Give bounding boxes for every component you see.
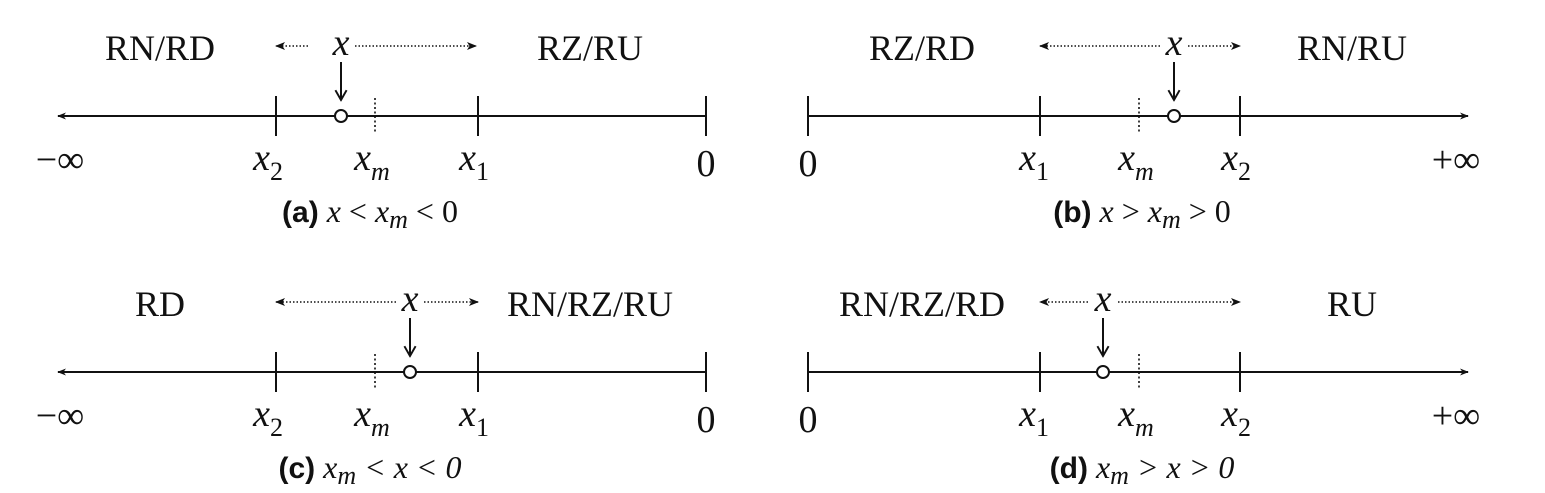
panel-d-point-x-label: x <box>1094 278 1112 320</box>
panel-d-caption: (d)xm > x > 0 <box>1050 449 1235 490</box>
panel-a-x2-label: x2 <box>252 137 283 186</box>
panel-b-caption: (b)x > xm > 0 <box>1053 193 1231 234</box>
panel-c-left-mode-label: RD <box>135 284 185 324</box>
panel-a-xm-label: xm <box>353 137 390 186</box>
panel-d-zero-label: 0 <box>799 399 818 441</box>
panel-c-xm-label: xm <box>353 393 390 442</box>
panel-a: RN/RD RZ/RU x −∞ x2 xm x1 0 (a)x < xm < … <box>36 22 716 234</box>
panel-b-right-mode-label: RN/RU <box>1297 28 1407 68</box>
panel-d-xm-label: xm <box>1117 393 1154 442</box>
panel-d-x2-label: x2 <box>1220 393 1251 442</box>
panel-a-right-mode-label: RZ/RU <box>537 28 643 68</box>
panel-b-zero-label: 0 <box>799 143 818 185</box>
panel-d-x1-label: x1 <box>1018 393 1049 442</box>
panel-d-pos-infinity: +∞ <box>1432 395 1481 437</box>
panel-b-point-x <box>1167 109 1181 123</box>
panel-c-right-mode-label: RN/RZ/RU <box>507 284 673 324</box>
panel-a-point-x <box>334 109 348 123</box>
panel-c: RD RN/RZ/RU x −∞ x2 xm x1 0 (c)xm < x < … <box>36 278 716 490</box>
panel-b: RZ/RD RN/RU x 0 x1 xm x2 +∞ (b)x > xm > … <box>799 22 1481 234</box>
panel-a-left-mode-label: RN/RD <box>105 28 215 68</box>
panel-c-zero-label: 0 <box>697 399 716 441</box>
panel-c-x2-label: x2 <box>252 393 283 442</box>
panel-b-point-x-label: x <box>1165 22 1183 64</box>
panel-c-x1-label: x1 <box>458 393 489 442</box>
panel-c-neg-infinity: −∞ <box>36 395 85 437</box>
panel-d-right-mode-label: RU <box>1327 284 1377 324</box>
panel-b-pos-infinity: +∞ <box>1432 139 1481 181</box>
panel-a-point-x-label: x <box>332 22 350 64</box>
panel-d-left-mode-label: RN/RZ/RD <box>839 284 1005 324</box>
panel-c-caption: (c)xm < x < 0 <box>278 449 461 490</box>
panel-d-point-x <box>1096 365 1110 379</box>
panel-b-x2-label: x2 <box>1220 137 1251 186</box>
panel-c-point-x <box>403 365 417 379</box>
panel-b-left-mode-label: RZ/RD <box>869 28 975 68</box>
panel-c-point-x-label: x <box>401 278 419 320</box>
panel-b-xm-label: xm <box>1117 137 1154 186</box>
panel-a-x1-label: x1 <box>458 137 489 186</box>
panel-a-neg-infinity: −∞ <box>36 139 85 181</box>
panel-d: RN/RZ/RD RU x 0 x1 xm x2 +∞ (d)xm > x > … <box>799 278 1481 490</box>
panel-a-caption: (a)x < xm < 0 <box>282 193 458 234</box>
panel-a-zero-label: 0 <box>697 143 716 185</box>
panel-b-x1-label: x1 <box>1018 137 1049 186</box>
